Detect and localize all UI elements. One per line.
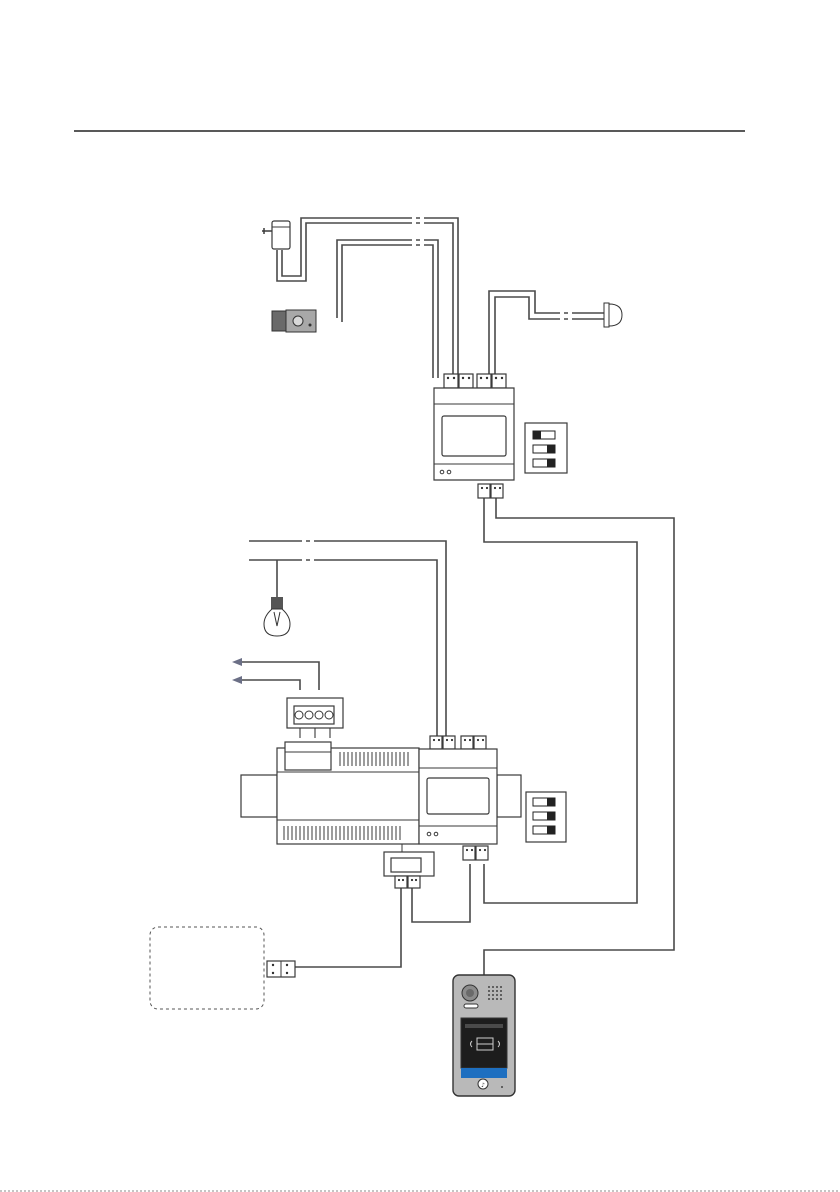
plug-adapter-icon (262, 221, 290, 249)
svg-text:♪: ♪ (481, 1082, 485, 1089)
terminal-group-bottom (430, 736, 486, 749)
door-camera-icon: ♪ (453, 975, 515, 1096)
mains-arrow-icons (232, 658, 242, 684)
accent-strip (461, 1068, 507, 1078)
dashed-box-icon (150, 927, 295, 1009)
terminal-group-bottom-lower (463, 846, 488, 860)
power-supply-icon (241, 742, 419, 844)
door-controller-top (434, 374, 514, 498)
bulb-icon (264, 597, 290, 636)
terminal-group-top (444, 374, 506, 388)
push-button-icon (604, 303, 622, 327)
bus-connector-icon (384, 844, 434, 888)
dip-switch-bottom (526, 792, 566, 842)
door-controller-bottom (419, 736, 521, 860)
lock-icon (272, 310, 316, 332)
terminal-group-top-bottom (478, 484, 503, 498)
dip-switch-top (525, 423, 567, 473)
terminal-block-icon (287, 698, 343, 728)
